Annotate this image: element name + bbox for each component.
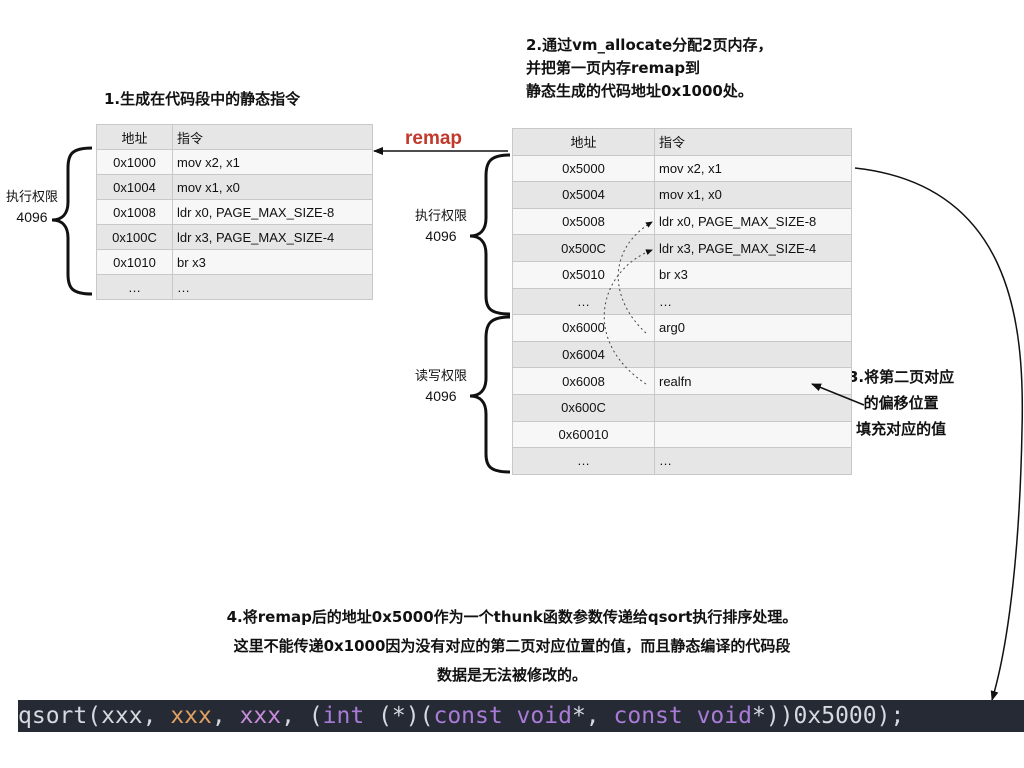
cell-instruction: mov x1, x0 [654,181,852,209]
cell-instruction: … [654,447,852,475]
cell-address: 0x5004 [512,181,655,209]
table-row: 0x1000 mov x2, x1 [96,149,373,175]
dotted-link-realfn [603,249,653,385]
dotted-link-arg0 [617,221,653,334]
table2-exec-permission: 执行权限 4096 [410,206,472,246]
cell-instruction: br x3 [654,260,852,289]
cell-instruction: … [172,274,373,300]
cell-address: 0x6004 [512,340,655,369]
code-arg2: xxx [170,703,212,729]
table2-rw-permission: 读写权限 4096 [410,366,472,406]
cell-instruction: br x3 [172,249,373,275]
permission-label: 读写权限 [414,368,467,383]
code-sep3: *, [571,703,614,729]
cell-address: 0x600C [512,393,655,422]
table1-exec-permission: 执行权限 4096 [2,187,62,227]
qsort-code-line: qsort(xxx, xxx, xxx, (int (*)(const void… [18,700,1024,732]
code-sep1: , [211,703,240,729]
step4-title: 4.将remap后的地址0x5000作为一个thunk函数参数传递给qsort执… [0,603,1024,690]
qsort-arrow [854,167,1024,701]
cell-instruction: mov x2, x1 [172,149,373,175]
cell-address: 0x6008 [512,367,655,395]
step3-line1: 3.将第二页对应 [848,368,955,386]
step2-line2: 并把第一页内存remap到 [526,59,701,77]
cell-address: 0x1000 [96,149,173,175]
table-row: 0x1004 mov x1, x0 [96,174,373,200]
remap-label: remap [405,128,463,149]
step2-title: 2.通过vm_allocate分配2页内存， 并把第一页内存remap到 静态生… [526,34,773,103]
cell-address: 0x100C [96,224,173,250]
cell-instruction: ldr x0, PAGE_MAX_SIZE-8 [172,199,373,225]
step1-title: 1.生成在代码段中的静态指令 [104,90,301,108]
table-row: 0x6004 [512,340,852,369]
cell-instruction: ldr x3, PAGE_MAX_SIZE-4 [654,234,852,262]
step3-line2: 的偏移位置 [863,394,939,412]
code-tail: *))0x5000); [751,703,905,729]
table-row: 0x1010 br x3 [96,249,373,275]
code-sep2: , ( [281,703,323,729]
permission-label: 执行权限 [414,208,467,223]
code-int-keyword: int [322,703,365,729]
cell-address: 0x5008 [512,207,655,236]
code-qsort: qsort(xxx, [18,703,171,729]
cell-address: 0x500C [512,234,655,262]
cell-instruction: mov x2, x1 [654,154,852,183]
cell-address: 0x5010 [512,260,655,289]
cell-instruction: mov x1, x0 [172,174,373,200]
permission-size: 4096 [425,228,457,244]
cell-address: 0x5000 [512,154,655,183]
cell-address: … [96,274,173,300]
brace-rw-page [469,315,511,474]
cell-address: 0x1008 [96,199,173,225]
cell-instruction: … [654,287,852,316]
static-code-table: 地址 指令 0x1000 mov x2, x1 0x1004 mov x1, x… [96,124,373,300]
code-const-void-1: const void [433,703,572,729]
step2-line3: 静态生成的代码地址0x1000处。 [526,82,753,100]
table-row: … … [96,274,373,300]
cell-instruction: ldr x0, PAGE_MAX_SIZE-8 [654,207,852,236]
brace-exec-page [469,153,511,316]
cell-instruction: arg0 [654,314,852,342]
table-row: 0x1008 ldr x0, PAGE_MAX_SIZE-8 [96,199,373,225]
code-fnptr: (*)( [364,703,434,729]
table-header-row: 地址 指令 [512,128,852,156]
step3-line3: 填充对应的值 [856,420,947,438]
step3-arrow [811,383,865,406]
step3-title: 3.将第二页对应 的偏移位置 填充对应的值 [848,364,954,442]
header-instruction: 指令 [172,124,373,150]
header-address: 地址 [512,128,655,156]
cell-address: 0x6000 [512,314,655,342]
table-row: …… [512,447,852,475]
code-arg3: xxx [239,703,282,729]
code-const-void-2: const void [613,703,752,729]
cell-address: 0x1010 [96,249,173,275]
permission-label: 执行权限 [5,189,58,204]
step4-line3: 数据是无法被修改的。 [436,666,587,684]
permission-size: 4096 [425,388,457,404]
cell-address: 0x1004 [96,174,173,200]
permission-size: 4096 [16,209,48,225]
header-instruction: 指令 [654,128,852,156]
cell-address: … [512,447,655,475]
step4-line2: 这里不能传递0x1000因为没有对应的第二页对应位置的值，而且静态编译的代码段 [233,637,791,655]
cell-instruction [654,420,852,449]
step2-line1: 2.通过vm_allocate分配2页内存， [526,36,773,54]
step4-line1: 4.将remap后的地址0x5000作为一个thunk函数参数传递给qsort执… [226,608,798,626]
cell-instruction [654,340,852,369]
table-header-row: 地址 指令 [96,124,373,150]
brace-table1 [51,146,93,296]
